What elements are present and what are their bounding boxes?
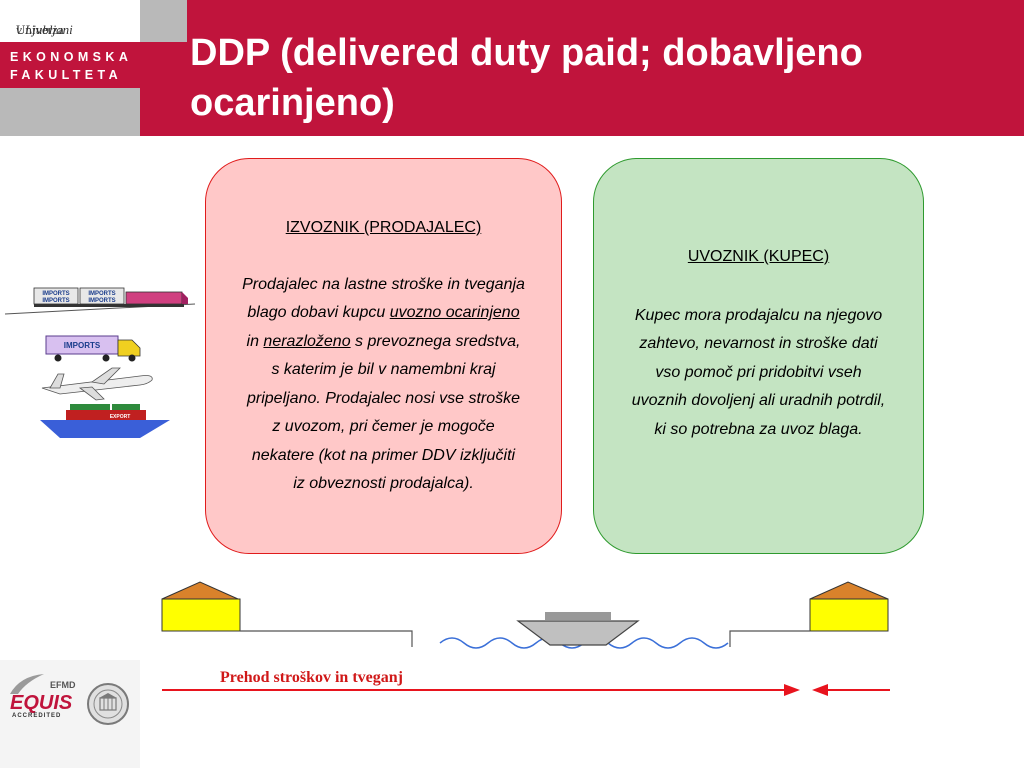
ship-label: EXPORT — [110, 414, 131, 420]
train-label-2: IMPORTS — [42, 298, 69, 304]
efmd-label: EFMD — [50, 680, 76, 690]
arrow-label: Prehod stroškov in tveganj — [220, 669, 403, 686]
header-accent-block — [140, 0, 187, 42]
train-label-1: IMPORTS — [42, 291, 69, 297]
faculty-line-1: EKONOMSKA — [10, 50, 133, 64]
slide-title: DDP (delivered duty paid; dobavljeno oca… — [190, 28, 1010, 128]
airplane-icon — [41, 367, 153, 401]
exporter-text-part-3: s prevoznega sredstva, s katerim je bil … — [246, 332, 521, 493]
importer-text: Kupec mora prodajalcu na njegovo zahtevo… — [631, 306, 886, 438]
importer-title: UVOZNIK (KUPEC) — [687, 248, 830, 265]
train-label-3: IMPORTS — [88, 291, 115, 297]
equis-label: EQUIS — [10, 692, 73, 714]
truck-label: IMPORTS — [64, 341, 101, 350]
right-quay-line — [729, 630, 810, 647]
exporter-text: Prodajalec na lastne stroške in tveganja… — [206, 271, 561, 499]
importer-box: UVOZNIK (KUPEC) Kupec mora prodajalcu na… — [593, 158, 924, 554]
truck-icon: IMPORTS — [45, 335, 141, 362]
exporter-text-part-1: Prodajalec na lastne stroške in tveganja… — [242, 275, 525, 322]
header-gray-block — [0, 88, 140, 136]
university-city: v Ljubljani — [16, 22, 73, 37]
ship-icon: EXPORT — [40, 404, 170, 438]
university-logo: Univerza v Ljubljani — [0, 0, 140, 42]
exporter-underline-2: nerazloženo — [263, 332, 351, 350]
train-label-4: IMPORTS — [88, 298, 115, 304]
arrow-head-right — [784, 684, 800, 696]
train-icon: IMPORTS IMPORTS IMPORTS IMPORTS — [4, 287, 196, 315]
university-name: Univerza — [16, 22, 64, 37]
vessel-icon — [516, 612, 640, 646]
exporter-text-part-2: in — [246, 332, 259, 350]
accredited-label: ACCREDITED — [12, 713, 62, 719]
exporter-box: IZVOZNIK (PRODAJALEC) Prodajalec na last… — [205, 158, 562, 554]
arrow-head-left — [812, 684, 828, 696]
exporter-title: IZVOZNIK (PRODAJALEC) — [285, 219, 482, 236]
transport-illustration: IMPORTS IMPORTS IMPORTS IMPORTS IMPORTS … — [4, 287, 196, 438]
slide-title-line-1: DDP (delivered duty paid; dobavljeno — [190, 32, 863, 74]
slide-title-line-2: ocarinjeno) — [190, 82, 395, 124]
equis-swoosh-icon — [10, 674, 44, 694]
left-house-icon — [161, 581, 241, 632]
seal-icon — [87, 683, 129, 725]
exporter-underline-1: uvozno ocarinjeno — [389, 304, 520, 321]
risk-transfer-arrow — [162, 684, 890, 696]
faculty-line-2: FAKULTETA — [10, 68, 123, 82]
port-diagram — [161, 581, 889, 649]
right-house-icon — [809, 581, 889, 632]
left-quay-line — [240, 630, 413, 647]
